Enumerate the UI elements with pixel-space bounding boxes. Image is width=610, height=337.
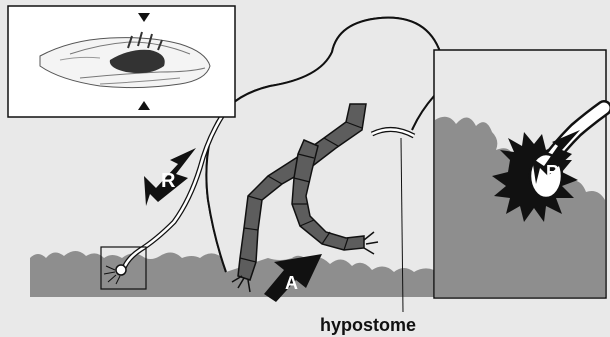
hypostome-label: hypostome (320, 315, 416, 335)
arrow-r-inset-label: R (546, 162, 559, 182)
arrow-a-label: A (285, 273, 298, 293)
leg-2-claw (364, 232, 378, 254)
arrow-r-main-label: R (161, 170, 176, 192)
mouthpart-tip (116, 265, 126, 275)
